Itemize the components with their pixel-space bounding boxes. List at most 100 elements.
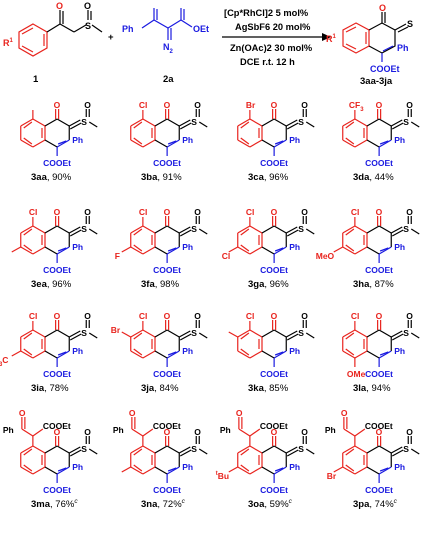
br-group: Br [327,471,337,481]
bond [378,139,392,148]
br-group: Br [111,325,121,335]
bond [133,348,143,356]
bond [366,466,380,475]
bond [305,228,315,235]
bond [333,466,344,473]
ester-group: COOEt [260,158,288,168]
sulfur-atom: S [298,117,304,127]
bond [88,332,98,339]
carbonyl-oxygen: O [271,311,278,321]
bond [56,466,70,475]
bond [366,350,380,359]
bond [142,139,156,148]
r2-ethoxy: OEt [193,24,209,34]
bond [261,350,275,359]
product-3ia: OSOPhCOOEtClF3C3ia, 78% [0,311,98,394]
bond [274,247,284,252]
bond [274,140,284,145]
bond [57,351,67,356]
sulfur-atom: S [81,117,87,127]
bond [345,121,355,129]
bond [23,137,33,145]
bond [273,350,287,359]
bond [179,449,192,457]
bond [21,428,34,437]
sulfoxide-oxygen: O [301,207,308,217]
bond [20,466,34,475]
bond [379,467,389,472]
bond [390,226,403,234]
bond [240,244,250,252]
bond [154,466,168,475]
bond [345,228,355,236]
bond [354,118,368,127]
bond [179,229,192,237]
bond [56,246,70,255]
bond [142,428,154,437]
sulfur-atom: S [403,117,409,127]
bond [240,137,250,145]
f3c-group: F3C [0,355,8,368]
phenyl-group: Ph [72,346,83,356]
bond [345,348,355,356]
bond [273,466,287,475]
bond [273,445,287,454]
carbonyl-oxygen: O [54,207,61,217]
phenyl-group: Ph [182,346,193,356]
bond [237,466,251,475]
product-scaffold [342,12,409,62]
keto-oxygen: O [341,408,348,418]
bond [342,329,356,338]
bond [198,121,208,128]
bond [57,140,67,145]
bond [261,118,275,127]
bond [130,329,144,338]
bond [154,246,168,255]
bond [130,445,144,454]
bond [410,332,420,339]
carbonyl-oxygen: O [164,311,171,321]
product-label: 3oa, 59%c [248,498,293,510]
condition-solvent: DCE r.t. 12 h [240,57,295,67]
bond [32,118,46,127]
bond [228,331,239,338]
product-label: 3ka, 85% [248,383,289,394]
bond [32,329,46,338]
bond [285,446,298,454]
sulfur-atom: S [298,224,304,234]
carbonyl-oxygen: O [376,207,383,217]
bond [366,445,380,454]
bond [273,118,287,127]
sulfur-atom: S [298,328,304,338]
product-sulfur: S [407,19,413,29]
bond [237,225,251,234]
bond [167,351,177,356]
bond [249,118,263,127]
product-label: 3ia, 78% [31,383,69,394]
bond [237,445,251,454]
bond [166,466,180,475]
bond [130,139,144,148]
bond [198,228,208,235]
phenyl-group: Ph [289,242,300,252]
bond [167,247,177,252]
bond [354,350,368,359]
ester-group: COOEt [43,265,71,275]
ester-group: COOEt [260,369,288,379]
plus-sign: + [108,32,114,43]
bond [198,448,208,455]
sulfoxide-oxygen: O [194,311,201,321]
bond [343,428,356,437]
r2-diazo: N2 [163,42,174,55]
bond [366,139,380,148]
bond [121,246,132,253]
product-label: 3aa, 90% [31,172,72,183]
bond [167,467,177,472]
sulfoxide-oxygen: O [194,427,201,437]
